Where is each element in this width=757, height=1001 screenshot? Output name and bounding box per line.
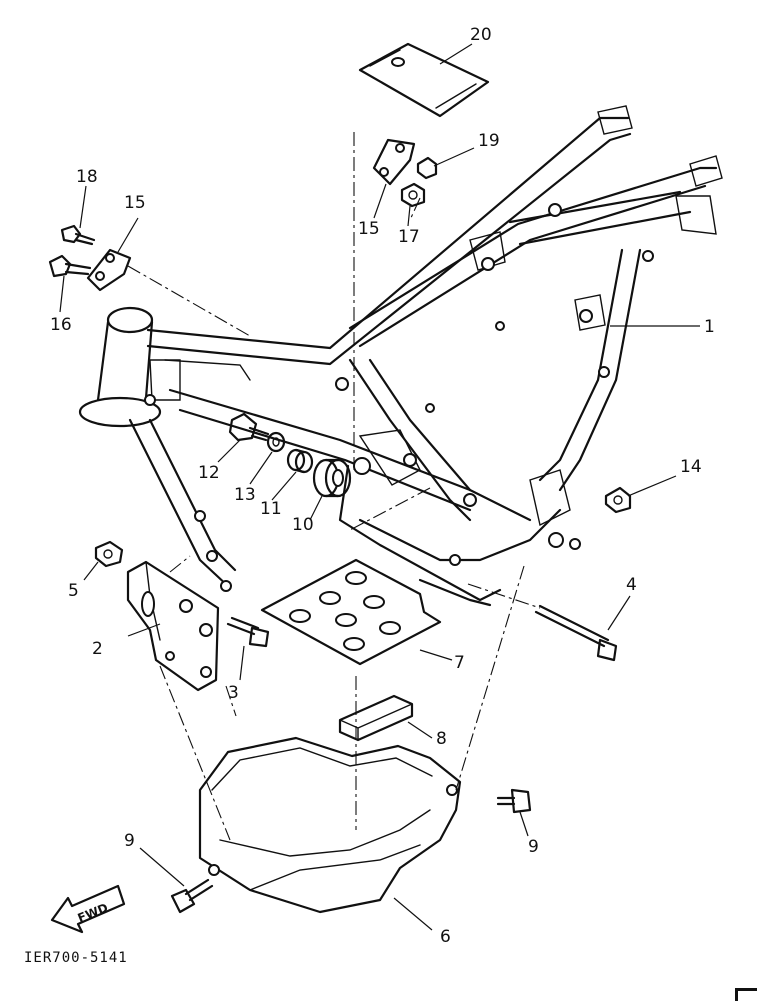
part-11-collar bbox=[286, 448, 314, 474]
part-10-bushing bbox=[312, 458, 352, 498]
callout-15-left: 15 bbox=[124, 193, 146, 213]
callout-6: 6 bbox=[440, 927, 451, 947]
part-6-skid-plate bbox=[198, 736, 462, 914]
callout-1: 1 bbox=[704, 317, 715, 337]
part-18-bolt bbox=[60, 224, 96, 246]
callout-4: 4 bbox=[626, 575, 637, 595]
callout-14: 14 bbox=[680, 457, 702, 477]
callout-9-right: 9 bbox=[528, 837, 539, 857]
part-9-bolt-left bbox=[170, 878, 214, 914]
part-17-nut bbox=[400, 182, 426, 208]
callout-13: 13 bbox=[234, 485, 256, 505]
assembly-centerlines bbox=[127, 132, 541, 841]
part-8-damper-block bbox=[338, 694, 414, 742]
diagram-reference-code: IER700-5141 bbox=[24, 950, 128, 966]
part-3-bolt bbox=[226, 616, 270, 648]
part-20-pouch bbox=[358, 42, 490, 118]
leader-lines bbox=[59, 43, 700, 931]
callout-5: 5 bbox=[68, 581, 79, 601]
part-14-nut bbox=[604, 486, 632, 514]
part-7-damper-plate bbox=[260, 558, 442, 666]
callout-3: 3 bbox=[228, 683, 239, 703]
forward-arrow-icon: FWD bbox=[50, 884, 126, 934]
callout-19: 19 bbox=[478, 131, 500, 151]
callout-12: 12 bbox=[198, 463, 220, 483]
callout-2: 2 bbox=[92, 639, 103, 659]
part-1-main-frame bbox=[78, 105, 723, 607]
part-5-nut bbox=[94, 540, 124, 568]
part-2-engine-bracket bbox=[126, 560, 220, 692]
callout-17: 17 bbox=[398, 227, 420, 247]
callout-16: 16 bbox=[50, 315, 72, 335]
callout-8: 8 bbox=[436, 729, 447, 749]
callout-15-right: 15 bbox=[358, 219, 380, 239]
callout-7: 7 bbox=[454, 653, 465, 673]
page-corner-mark bbox=[735, 988, 757, 1001]
part-16-bolt bbox=[48, 254, 92, 278]
callout-18: 18 bbox=[76, 167, 98, 187]
callout-labels: 1 2 3 4 5 6 7 8 9 9 10 11 12 13 14 15 15… bbox=[50, 25, 715, 947]
callout-11: 11 bbox=[260, 499, 282, 519]
part-12-bolt bbox=[228, 412, 270, 442]
part-13-washer bbox=[266, 431, 286, 453]
part-9-bolt-right bbox=[496, 788, 532, 814]
callout-20: 20 bbox=[470, 25, 492, 45]
fwd-label: FWD bbox=[76, 901, 110, 926]
part-15-bracket-left bbox=[86, 248, 132, 292]
part-15-bracket-right bbox=[372, 138, 416, 186]
part-19-nut bbox=[416, 156, 438, 180]
callout-9-left: 9 bbox=[124, 831, 135, 851]
callout-10: 10 bbox=[292, 515, 314, 535]
part-4-long-bolt bbox=[534, 604, 618, 662]
